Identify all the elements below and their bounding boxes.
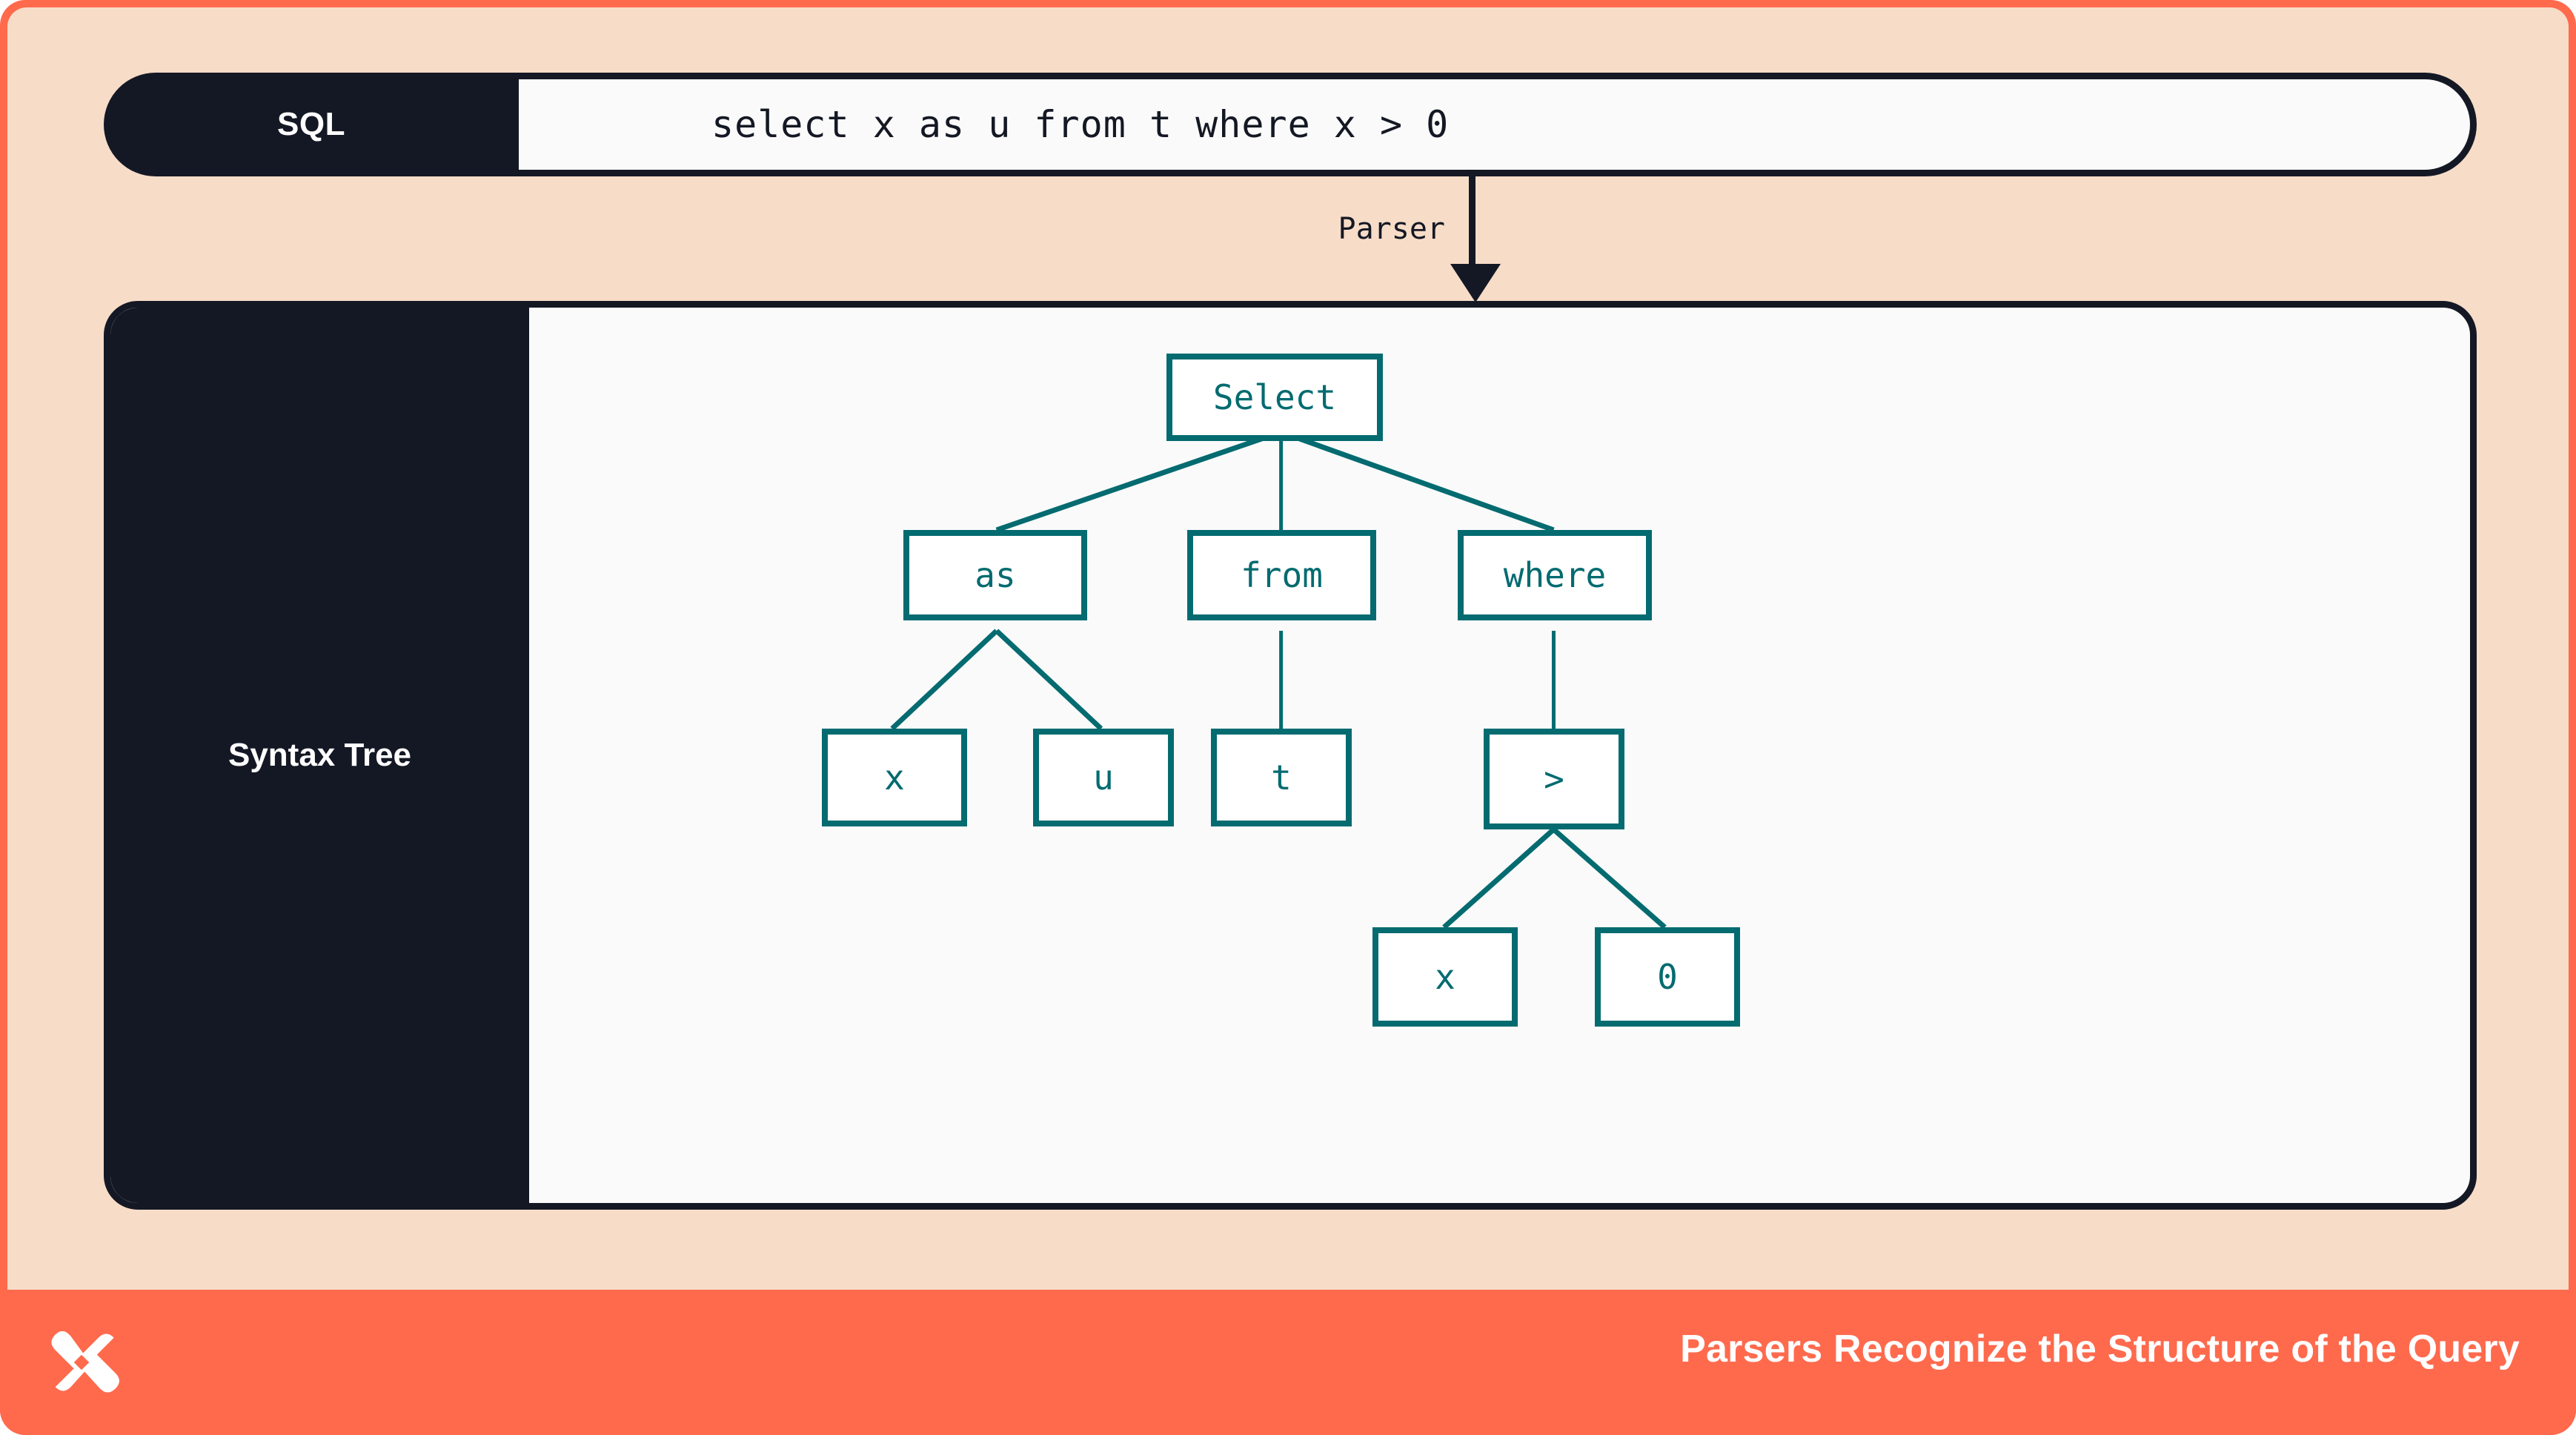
sql-label-text: SQL	[277, 106, 345, 142]
tree-node-as[interactable]: as	[903, 530, 1087, 620]
tree-node-label: x	[884, 758, 905, 798]
butterfly-x-logo-icon	[51, 1330, 119, 1393]
tree-node-label: from	[1241, 555, 1323, 595]
tree-node-label: 0	[1657, 957, 1678, 997]
tree-node-label: Select	[1212, 377, 1337, 417]
tree-edges-svg	[890, 429, 1667, 929]
arrow-shaft	[1469, 176, 1475, 270]
sql-input-row: SQL select x as u from t where x > 0	[104, 73, 2477, 176]
tree-node-label: >	[1544, 759, 1564, 799]
tree-node-label: as	[975, 555, 1016, 595]
syntax-tree-label: Syntax Tree	[228, 737, 412, 773]
footer-caption: Parsers Recognize the Structure of the Q…	[1680, 1328, 2520, 1371]
footer-bar: Parsers Recognize the Structure of the Q…	[0, 1290, 2576, 1435]
tree-node-u[interactable]: u	[1033, 729, 1174, 826]
syntax-tree-sidebar: Syntax Tree	[110, 308, 529, 1203]
tree-node-from[interactable]: from	[1187, 530, 1376, 620]
tree-node-label: where	[1503, 555, 1607, 595]
tree-node-label: u	[1093, 758, 1114, 798]
sql-query-field[interactable]: select x as u from t where x > 0	[519, 73, 2477, 176]
syntax-tree-canvas: Select as from where x u t >	[529, 308, 2470, 1203]
sql-query-text: select x as u from t where x > 0	[711, 103, 1450, 146]
parser-label: Parser	[1338, 212, 1446, 246]
tree-node-greater-than[interactable]: >	[1484, 729, 1624, 829]
tree-node-select[interactable]: Select	[1166, 354, 1383, 441]
syntax-tree-panel: Syntax Tree Select	[104, 301, 2477, 1210]
tree-node-label: x	[1435, 957, 1455, 997]
sql-label-chip: SQL	[104, 73, 519, 176]
arrow-head-icon	[1450, 264, 1501, 302]
tree-node-label: t	[1271, 758, 1292, 798]
tree-node-x-alias[interactable]: x	[822, 729, 967, 826]
tree-node-zero-operand[interactable]: 0	[1595, 927, 1740, 1027]
parser-arrow: Parser	[1289, 176, 1586, 302]
tree-node-x-operand[interactable]: x	[1372, 927, 1518, 1027]
tree-node-t[interactable]: t	[1211, 729, 1352, 826]
tree-node-where[interactable]: where	[1458, 530, 1652, 620]
